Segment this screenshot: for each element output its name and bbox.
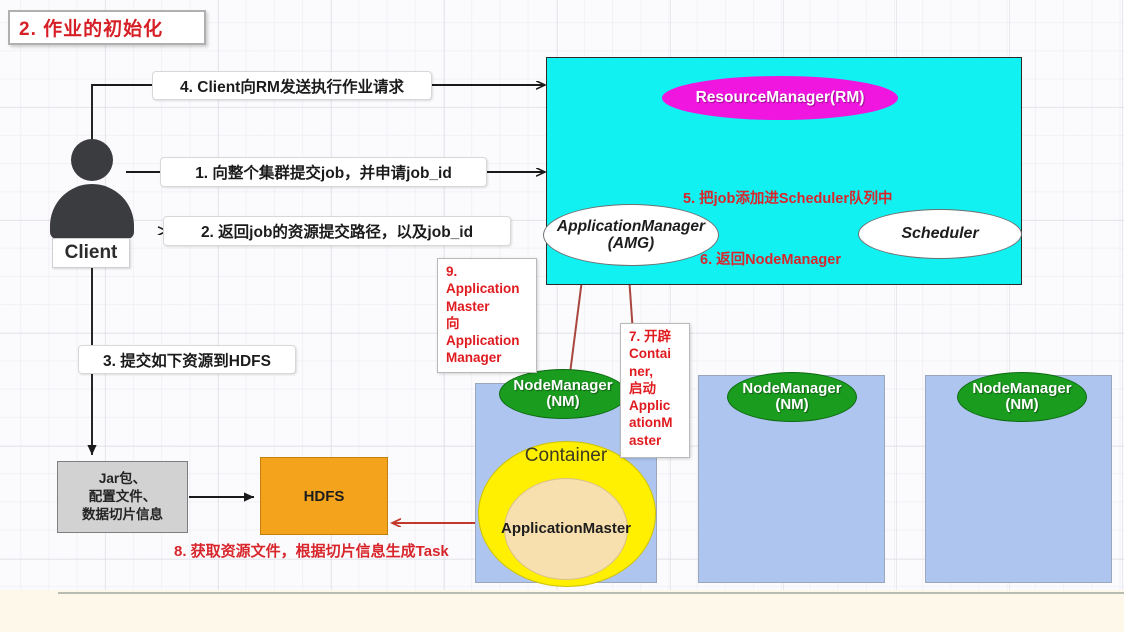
node-manager-label-line1: NodeManager — [972, 379, 1072, 397]
resources-line3: 数据切片信息 — [82, 506, 163, 522]
bottom-divider — [58, 592, 1124, 594]
flow-label-step8: 8. 获取资源文件，根据切片信息生成Task — [174, 543, 449, 560]
flow-label-step3: 3. 提交如下资源到HDFS — [78, 345, 296, 374]
flow-label-step5: 5. 把job添加进Scheduler队列中 — [683, 191, 893, 207]
person-body-icon — [50, 184, 134, 239]
node-manager-label-line2: (NM) — [546, 393, 580, 410]
resource-manager-ellipse: ResourceManager(RM) — [662, 76, 898, 120]
flow-label-step1: 1. 向整个集群提交job，并申请job_id — [160, 157, 487, 187]
node-manager-label-line2: (NM) — [775, 396, 809, 413]
note-step9: 9. Application Master 向 Application Mana… — [437, 258, 537, 373]
application-manager-ellipse: ApplicationManager (AMG) — [543, 204, 719, 266]
page-title: 2. 作业的初始化 — [8, 10, 206, 45]
client-person-icon — [50, 139, 134, 239]
flow-label-step2: 2. 返回job的资源提交路径，以及job_id — [163, 216, 511, 246]
flow-label-step6: 6. 返回NodeManager — [700, 252, 841, 268]
application-master-ellipse: ApplicationMaster — [501, 478, 631, 580]
resources-line2: 配置文件、 — [88, 489, 157, 505]
node-manager-label-line2: (NM) — [1005, 396, 1039, 413]
node-manager-ellipse-3: NodeManager (NM) — [957, 372, 1087, 422]
hdfs-box: HDFS — [260, 457, 388, 535]
application-manager-line2: (AMG) — [607, 235, 655, 252]
submitted-resources-box: Jar包、 配置文件、 数据切片信息 — [57, 461, 188, 533]
bottom-band — [0, 590, 1124, 632]
resources-line1: Jar包、 — [98, 471, 147, 487]
scheduler-ellipse: Scheduler — [858, 209, 1022, 259]
node-manager-label-line1: NodeManager — [742, 379, 842, 397]
client-label: Client — [52, 238, 130, 268]
container-label: Container — [524, 445, 608, 466]
node-manager-ellipse-1: NodeManager (NM) — [499, 369, 627, 419]
node-manager-label-line1: NodeManager — [513, 376, 613, 394]
node-manager-ellipse-2: NodeManager (NM) — [727, 372, 857, 422]
note-step7: 7. 开辟 Contai ner, 启动 Applic ationM aster — [620, 323, 690, 458]
flow-label-step4: 4. Client向RM发送执行作业请求 — [152, 71, 432, 100]
application-manager-line1: ApplicationManager — [556, 217, 706, 235]
person-head-icon — [71, 139, 113, 181]
diagram-canvas: 2. 作业的初始化 Client 4. Client向RM发送执行作业请求 1.… — [0, 0, 1124, 590]
